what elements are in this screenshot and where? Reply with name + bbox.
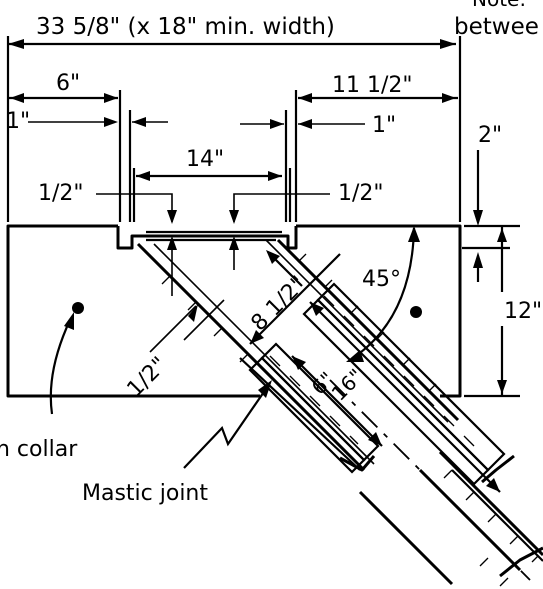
collar-leader (49, 319, 71, 415)
fourteen-inch-dimension (132, 168, 292, 222)
mastic-joint-leader (183, 385, 269, 469)
note-fragment-bottom: betwee (454, 14, 539, 40)
note-fragment-top: Note: (472, 0, 526, 11)
right-marker-dot (410, 306, 422, 318)
six-inch-dimension (8, 90, 122, 222)
twelve-inch-dimension (464, 224, 520, 398)
extending-pipe (329, 379, 543, 587)
eleven-half-dimension (294, 90, 458, 222)
dim-2-label: 2" (478, 123, 502, 148)
dim-6-label: 6" (56, 71, 80, 96)
embedded-pipe (136, 234, 460, 472)
one-inch-left-dimension (28, 110, 168, 222)
overall-width-dimension (6, 36, 462, 222)
dim-14-label: 14" (186, 147, 224, 172)
six-sixteen-pipe-dimension (291, 301, 501, 493)
half-inch-right-dimension (229, 193, 330, 270)
mastic-joint-label: Mastic joint (82, 481, 208, 506)
sleeve-pipe-lower (248, 342, 380, 474)
left-marker-dot (72, 302, 84, 314)
half-inch-diagonal-leader (149, 299, 225, 353)
dim-11-half-label: 11 1/2" (332, 73, 413, 98)
dim-1-right-label: 1" (372, 113, 396, 138)
eight-half-dimension (249, 250, 341, 345)
overall-width-label: 33 5/8" (x 18" min. width) (36, 14, 335, 40)
half-inch-left-dimension (96, 193, 177, 296)
dim-12-label: 12" (504, 299, 542, 324)
angle-45-label: 45° (362, 267, 401, 292)
angle-45-arc (346, 226, 420, 362)
dim-1-left-label: 1" (6, 109, 30, 134)
dim-half-right-label: 1/2" (338, 181, 384, 206)
dim-half-left-label: 1/2" (38, 181, 84, 206)
dim-8-half-label: 8 1/2" (247, 272, 312, 337)
collar-label: h collar (0, 437, 78, 462)
one-inch-right-dimension (240, 110, 365, 222)
